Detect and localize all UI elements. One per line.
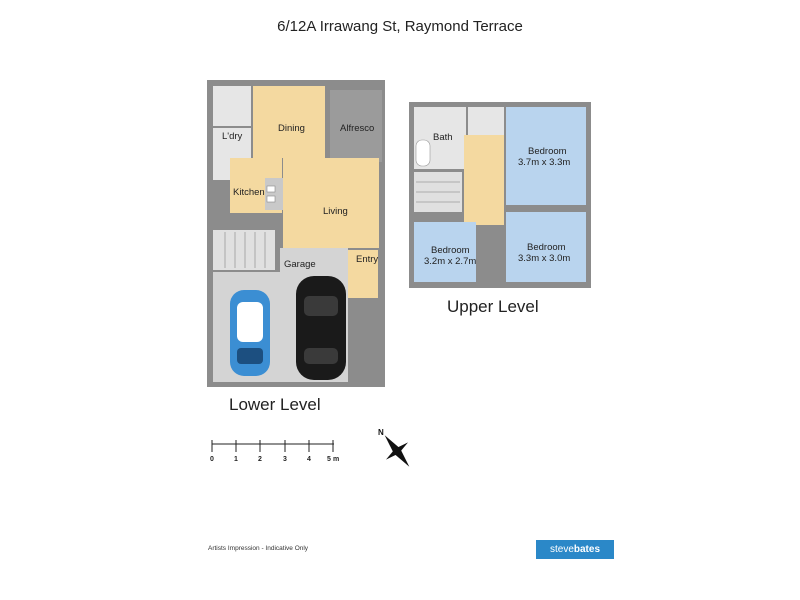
room-label-entry: Entry: [356, 254, 378, 265]
scale-tick-2: 2: [258, 456, 262, 463]
room-label-garage: Garage: [284, 259, 316, 270]
room-label-alfresco: Alfresco: [340, 123, 374, 134]
room-label-bedroom-3: Bedroom: [527, 242, 566, 253]
logo-text-part1: steve: [549, 544, 574, 555]
bedroom-3-floor: [506, 212, 586, 282]
plan-title: 6/12A Irrawang St, Raymond Terrace: [277, 18, 523, 35]
stairs: [213, 230, 275, 270]
room-label-laundry: L'dry: [222, 131, 243, 142]
scale-tick-0: 0: [210, 456, 214, 463]
room-label-kitchen: Kitchen: [233, 187, 265, 198]
stair-treads: [224, 232, 266, 268]
lower-wc: [213, 86, 251, 126]
alfresco-floor: [330, 90, 382, 162]
bedroom-2-floor: [414, 222, 476, 282]
kitchen-bench: [265, 178, 285, 210]
blue-car-icon: [230, 290, 270, 376]
logo-text-part2: bates: [573, 544, 601, 555]
black-car-icon: [296, 276, 346, 380]
bathtub-icon: [415, 139, 431, 167]
garage-nook: [280, 248, 348, 274]
scale-tick-5: 5: [327, 456, 331, 463]
living-floor: [283, 158, 379, 248]
upper-level-plan: Bath Bedroom 3.7m x 3.3m Bedroom 3.2m x …: [409, 102, 591, 288]
room-size-bedroom-3: 3.3m x 3.0m: [518, 253, 570, 264]
scale-tick-4: 4: [307, 456, 311, 463]
north-letter: N: [378, 428, 384, 437]
room-label-living: Living: [323, 206, 348, 217]
bedroom-1-floor: [506, 107, 586, 205]
lower-level-plan: L'dry Dining Alfresco Kitchen Living Gar…: [207, 80, 385, 387]
north-arrow-icon: [384, 435, 410, 467]
lower-level-label: Lower Level: [229, 395, 321, 414]
room-size-bedroom-1: 3.7m x 3.3m: [518, 157, 570, 168]
scale-tick-1: 1: [234, 456, 238, 463]
entry-floor: [348, 250, 378, 298]
room-label-dining: Dining: [278, 123, 305, 134]
scale-unit: m: [333, 456, 339, 463]
upper-stair-treads: [416, 181, 460, 203]
scale-bar: 0 1 2 3 4 5 m: [210, 440, 339, 463]
sink-icon: [266, 185, 276, 193]
hallway-floor: [464, 135, 504, 225]
dining-floor: [253, 86, 325, 158]
room-label-bath: Bath: [433, 132, 453, 143]
upper-level-label: Upper Level: [447, 297, 539, 316]
room-label-bedroom-1: Bedroom: [528, 146, 567, 157]
room-size-bedroom-2: 3.2m x 2.7m: [424, 256, 476, 267]
disclaimer-text: Artists Impression - Indicative Only: [208, 545, 309, 552]
cooktop-icon: [266, 195, 276, 203]
scale-tick-3: 3: [283, 456, 287, 463]
room-label-bedroom-2: Bedroom: [431, 245, 470, 256]
agency-logo: stevebates: [536, 540, 614, 559]
upper-wc: [468, 107, 504, 135]
